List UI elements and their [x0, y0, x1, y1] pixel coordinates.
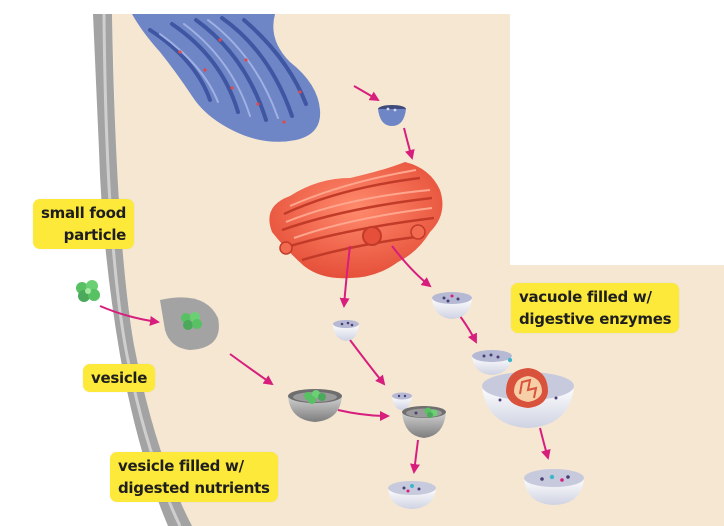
arrow-icon — [539, 427, 551, 460]
transport-vesicle-icon — [378, 105, 406, 126]
nutrient-vesicle-icon — [388, 481, 436, 509]
label-vacuole-digestive-enzymes: vacuole filled w/ digestive enzymes — [511, 283, 680, 333]
golgi-apparatus-icon — [269, 162, 443, 279]
vesicle-icon — [288, 389, 342, 422]
label-line: vesicle filled w/ — [118, 457, 244, 475]
label-vesicle: vesicle — [83, 364, 156, 392]
label-vesicle-digested-nutrients: vesicle filled w/ digested nutrients — [110, 452, 278, 502]
label-line: digestive enzymes — [519, 310, 672, 328]
vesicle-fusion-icon — [392, 392, 446, 438]
arrow-icon — [337, 409, 390, 421]
label-line: small food — [41, 204, 127, 222]
arrow-icon — [391, 245, 432, 288]
arrow-icon — [410, 439, 420, 474]
label-line: digested nutrients — [118, 479, 270, 497]
label-line: vacuole filled w/ — [519, 288, 652, 306]
residual-vesicle-icon — [524, 469, 584, 505]
arrow-icon — [99, 305, 160, 326]
food-particle-icon — [76, 280, 100, 302]
enzyme-vesicle-icon — [333, 320, 359, 341]
lysosome-icon — [472, 350, 574, 428]
food-particle-icon — [181, 312, 202, 330]
arrow-icon — [349, 339, 386, 386]
rough-er-icon — [132, 14, 321, 142]
arrows — [99, 85, 551, 474]
label-line: particle — [63, 226, 127, 244]
enzyme-vesicle-icon — [432, 292, 472, 319]
label-small-food-particle: small food particle — [33, 199, 135, 249]
arrow-icon — [339, 245, 351, 308]
arrow-icon — [459, 315, 477, 344]
label-line: vesicle — [91, 369, 148, 387]
arrow-icon — [229, 353, 274, 386]
arrow-icon — [403, 127, 415, 160]
arrow-icon — [353, 85, 380, 102]
